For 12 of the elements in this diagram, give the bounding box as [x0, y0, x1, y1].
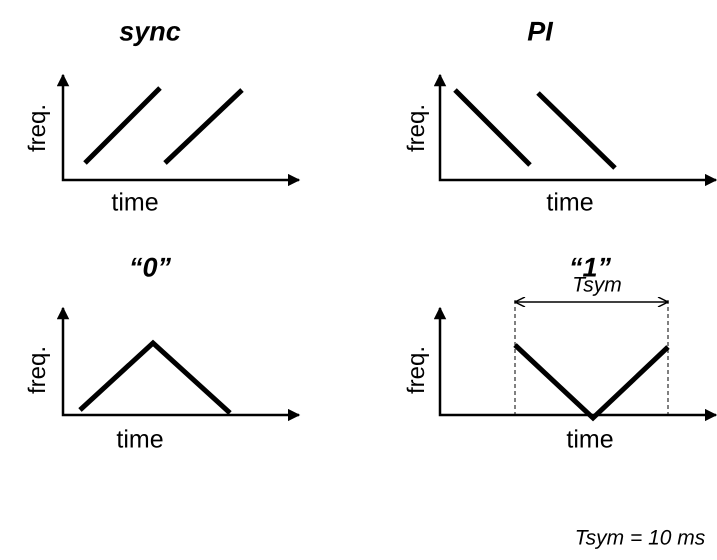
axis-label: freq. — [405, 346, 429, 394]
note-text: Tsym = 10 ms — [574, 528, 706, 548]
axis-label: freq. — [405, 104, 429, 152]
axis-label: time — [566, 428, 614, 452]
panel-title: PI — [527, 18, 553, 46]
axis-label: time — [546, 190, 594, 216]
axis-label: time — [111, 190, 159, 216]
axis-label: freq. — [26, 104, 50, 152]
panel-title: sync — [119, 18, 181, 46]
panel-title: “0” — [128, 254, 172, 282]
axis-label: time — [116, 428, 164, 452]
axis-label: freq. — [26, 346, 50, 394]
